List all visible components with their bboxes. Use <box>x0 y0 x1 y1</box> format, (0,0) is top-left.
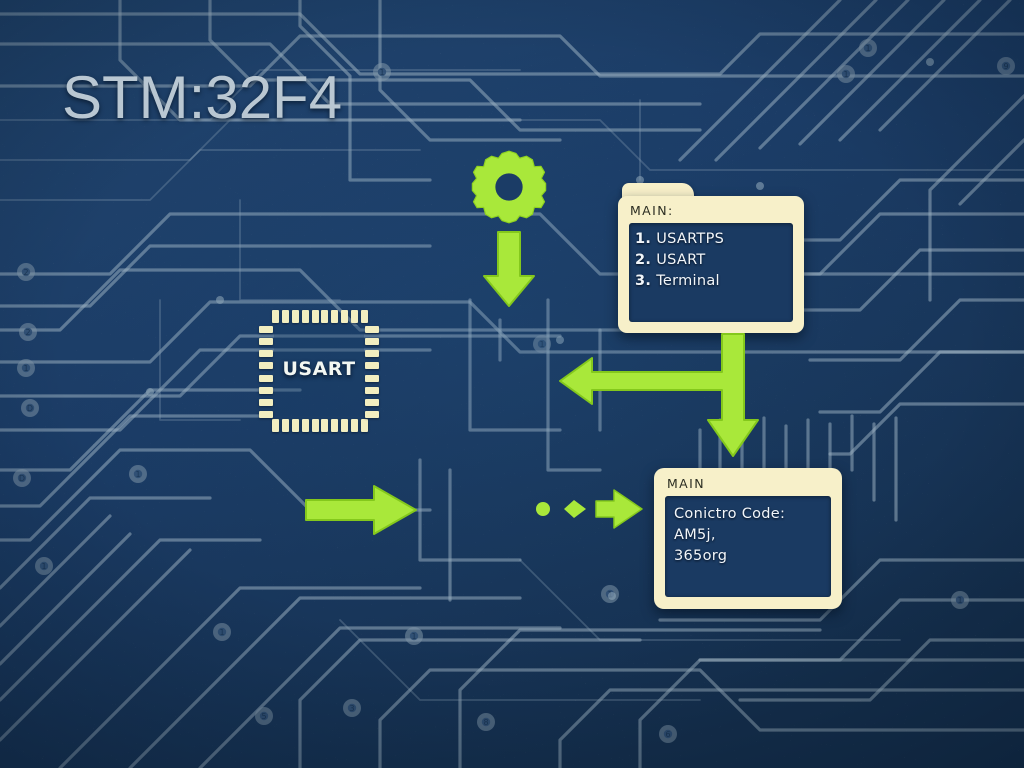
svg-text:6: 6 <box>665 730 670 739</box>
chip-pin-bottom <box>341 419 349 432</box>
list-item-label: USART <box>656 252 706 268</box>
chip-pin-top <box>351 310 359 323</box>
chip-pin-bottom <box>331 419 339 432</box>
chip-pin-left <box>259 350 273 358</box>
code-line: Conictro Code: <box>674 506 786 522</box>
chip-pin-left <box>259 362 273 370</box>
chip-pin-bottom <box>311 419 319 432</box>
chip-pin-bottom <box>351 419 359 432</box>
folder-body: MAIN: 1.USARTPS 2.USART 3.Terminal <box>618 196 804 333</box>
chip-pin-top <box>321 310 329 323</box>
chip-pin-bottom <box>281 419 289 432</box>
page-title: STM:32F4 <box>62 64 343 131</box>
svg-text:9: 9 <box>1003 62 1008 71</box>
svg-text:5: 5 <box>261 712 266 721</box>
list-item-label: USARTPS <box>656 231 725 247</box>
chip-pin-top <box>272 310 279 323</box>
svg-text:1: 1 <box>135 470 140 479</box>
svg-text:1: 1 <box>539 340 544 349</box>
svg-text:2: 2 <box>23 268 28 277</box>
list-item-number: 3. <box>635 273 652 289</box>
code-card[interactable]: MAIN Conictro Code: AM5j, 365org <box>654 468 842 609</box>
list-item-label: Terminal <box>656 273 720 289</box>
gear-icon[interactable] <box>470 148 548 226</box>
chip-pin-top <box>361 310 368 323</box>
arrow-right-solid <box>305 485 417 535</box>
chip-pin-top <box>281 310 289 323</box>
folder-card-title: MAIN: <box>630 203 674 218</box>
chip-pin-right <box>365 326 379 333</box>
chip-pin-bottom <box>361 419 368 432</box>
svg-text:D: D <box>19 474 25 483</box>
chip-pin-right <box>365 350 379 358</box>
chip-pin-right <box>365 398 379 406</box>
chip-pin-top <box>311 310 319 323</box>
chip-body <box>274 326 364 416</box>
chip-pin-top <box>341 310 349 323</box>
chip-pin-right <box>365 338 379 346</box>
chip-pin-bottom <box>301 419 309 432</box>
chip-pin-top <box>291 310 299 323</box>
chip-pin-left <box>259 398 273 406</box>
svg-text:1: 1 <box>41 562 46 571</box>
chip-pin-right <box>365 386 379 394</box>
chip-label: USART <box>282 358 356 380</box>
chip-pin-left <box>259 326 273 333</box>
chip-pin-left <box>259 386 273 394</box>
chip-pin-bottom <box>321 419 329 432</box>
svg-text:8: 8 <box>483 718 488 727</box>
svg-text:1: 1 <box>219 628 224 637</box>
svg-text:1: 1 <box>23 364 28 373</box>
chip-pin-right <box>365 374 379 382</box>
chip-pin-right <box>365 362 379 370</box>
svg-text:2: 2 <box>25 328 30 337</box>
code-line: AM5j, <box>674 527 716 543</box>
svg-text:1: 1 <box>379 68 384 77</box>
arrow-right-dotted <box>536 489 643 529</box>
svg-text:3: 3 <box>349 704 354 713</box>
chip-pin-bottom <box>291 419 299 432</box>
code-screen: Conictro Code: AM5j, 365org <box>665 496 831 597</box>
chip-pin-bottom <box>272 419 279 432</box>
list-item-number: 2. <box>635 252 652 268</box>
arrow-gear-down <box>483 231 535 307</box>
chip-pin-top <box>301 310 309 323</box>
chip-pin-left <box>259 338 273 346</box>
arrow-branch-down-left <box>559 333 759 457</box>
svg-text:1: 1 <box>843 70 848 79</box>
chip-pin-right <box>365 411 379 418</box>
list-item[interactable]: 1.USARTPS <box>635 229 789 250</box>
folder-screen: 1.USARTPS 2.USART 3.Terminal <box>629 223 793 322</box>
chip-pin-left <box>259 374 273 382</box>
list-item-number: 1. <box>635 231 652 247</box>
usart-chip[interactable]: USART <box>258 308 380 434</box>
list-item[interactable]: 3.Terminal <box>635 271 789 292</box>
svg-text:1: 1 <box>865 44 870 53</box>
code-card-title: MAIN <box>667 476 705 491</box>
chip-pin-top <box>331 310 339 323</box>
svg-text:1: 1 <box>957 596 962 605</box>
chip-pin-left <box>259 411 273 418</box>
folder-card[interactable]: MAIN: 1.USARTPS 2.USART 3.Terminal <box>618 183 804 333</box>
list-item[interactable]: 2.USART <box>635 250 789 271</box>
code-line: 365org <box>674 548 728 564</box>
svg-text:1: 1 <box>411 632 416 641</box>
svg-text:D: D <box>27 404 33 413</box>
